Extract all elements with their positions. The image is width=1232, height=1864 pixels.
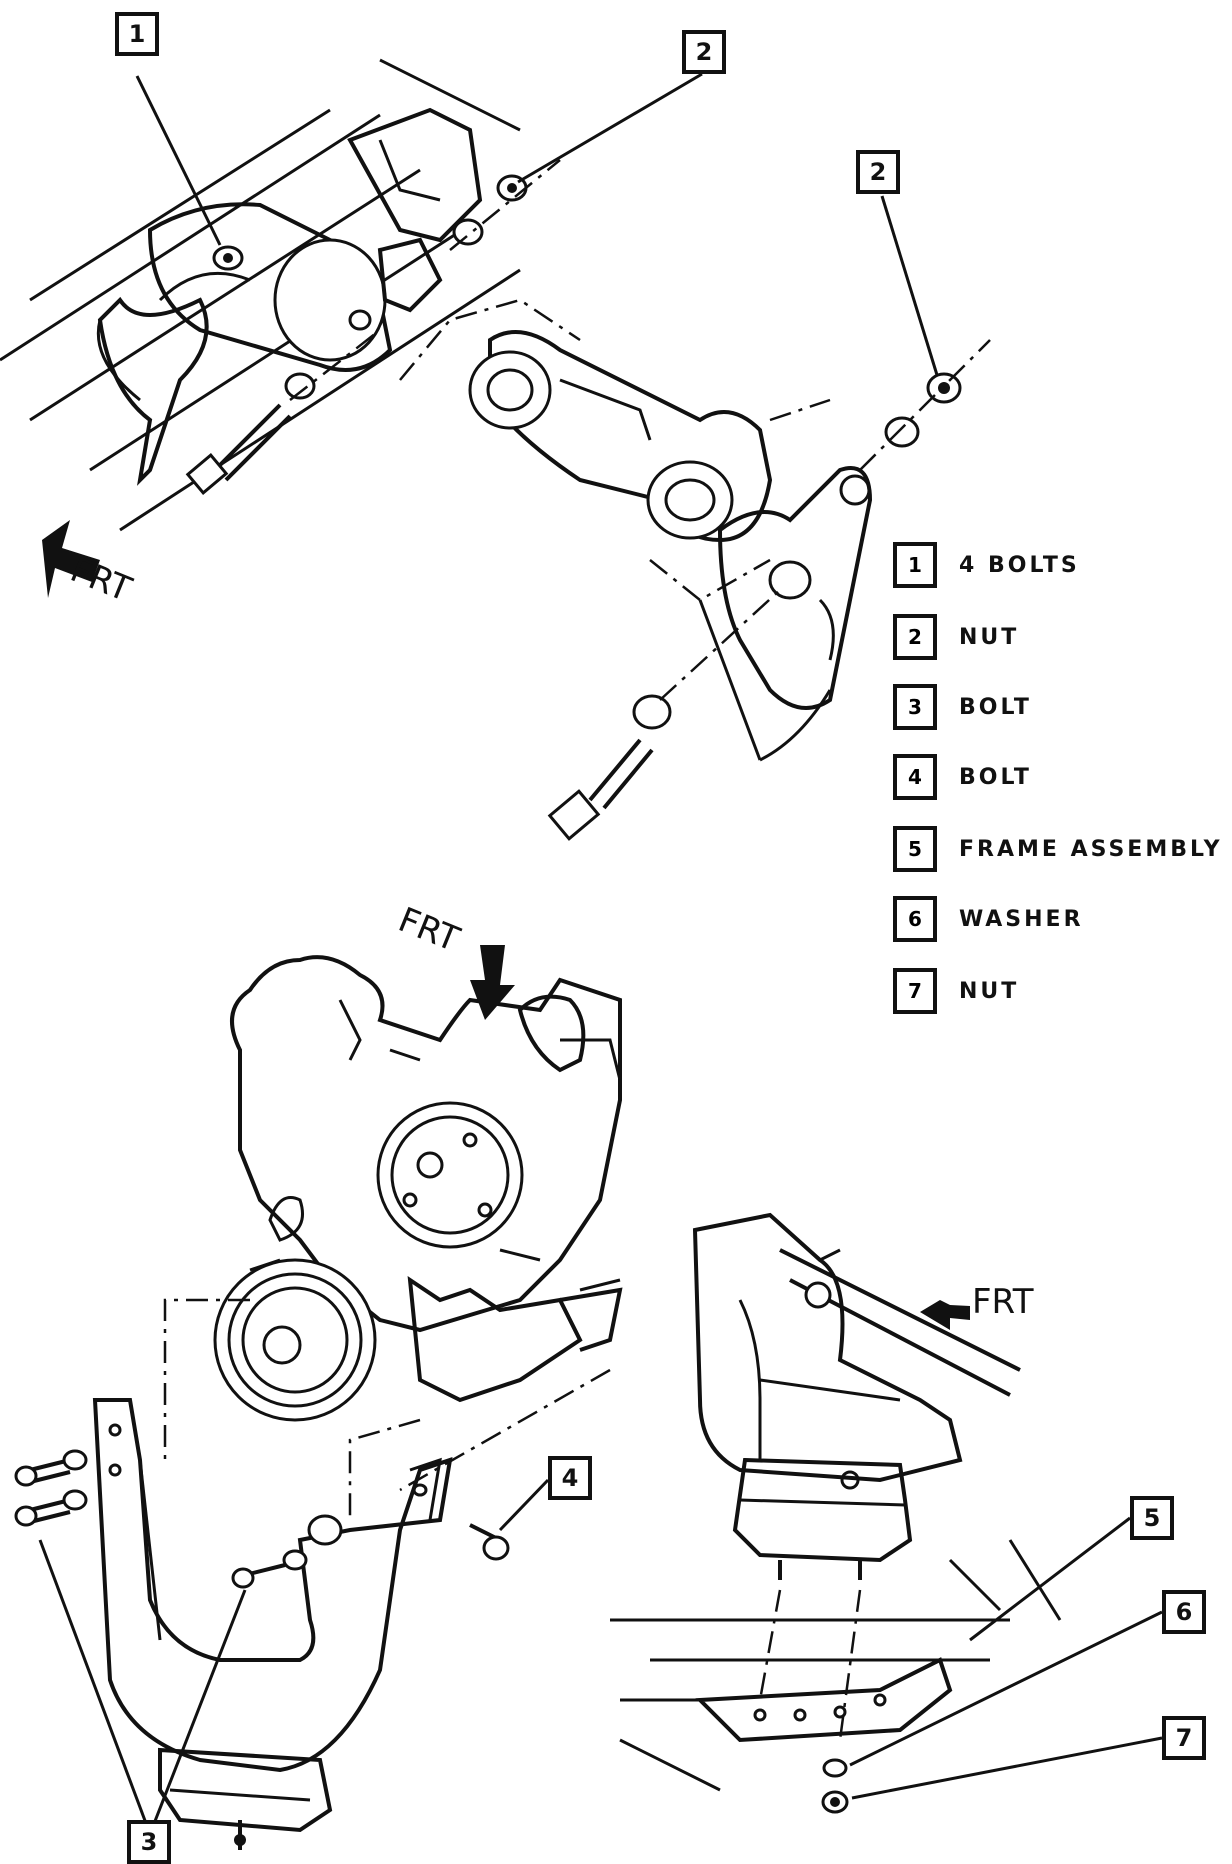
legend-row: 6 WASHER [893,896,1084,942]
legend-label: BOLT [959,694,1032,720]
callout-3: 3 [127,1820,171,1864]
legend-number: 6 [893,896,937,942]
legend-label: 4 BOLTS [959,552,1080,578]
frt-arrow-icon [920,1300,970,1330]
legend-label: NUT [959,978,1020,1004]
callout-7: 7 [1162,1716,1206,1760]
callout-6: 6 [1162,1590,1206,1634]
legend-number: 1 [893,542,937,588]
legend-label: NUT [959,624,1020,650]
legend-number: 2 [893,614,937,660]
legend-row: 2 NUT [893,614,1019,660]
callout-5: 5 [1130,1496,1174,1540]
top-view-drawing [0,58,991,841]
frt-arrow-icon [470,945,515,1020]
legend-row: 5 FRAME ASSEMBLY [893,826,1223,872]
bottom-left-drawing [14,955,623,1850]
frt-label: FRT [972,1282,1034,1322]
bottom-right-drawing [610,1212,1062,1814]
legend-label: BOLT [959,764,1032,790]
legend-number: 4 [893,754,937,800]
legend-row: 1 4 BOLTS [893,542,1080,588]
legend-row: 7 NUT [893,968,1019,1014]
callout-1: 1 [115,12,159,56]
callout-2: 2 [856,150,900,194]
legend-number: 5 [893,826,937,872]
frt-arrow-icon [42,520,100,598]
legend-row: 4 BOLT [893,754,1032,800]
callout-4: 4 [548,1456,592,1500]
legend-label: WASHER [959,906,1084,932]
callout-2: 2 [682,30,726,74]
legend-label: FRAME ASSEMBLY [959,836,1223,862]
legend-row: 3 BOLT [893,684,1032,730]
legend-number: 7 [893,968,937,1014]
legend-number: 3 [893,684,937,730]
